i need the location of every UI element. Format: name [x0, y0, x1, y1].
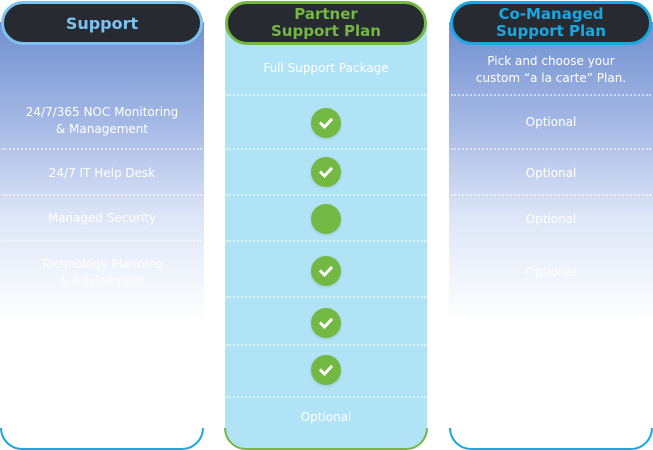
comanaged-row-optional: Optional	[525, 115, 577, 129]
comanaged-row-optional: Optional	[525, 265, 577, 279]
support-column: Support 24/7/365 NOC Monitoring & Manage…	[0, 0, 204, 450]
row-divider	[451, 94, 651, 96]
support-column-body	[0, 22, 204, 322]
comanaged-column-bottom-border	[449, 428, 653, 450]
feature-noc-monitoring: 24/7/365 NOC Monitoring & Management	[25, 105, 179, 136]
partner-title: Partner Support Plan	[271, 5, 381, 40]
row-divider	[226, 344, 426, 346]
support-title: Support	[65, 13, 139, 33]
comanaged-header: Co-Managed Support Plan	[450, 1, 652, 45]
row-divider	[226, 194, 426, 196]
feature-help-desk: 24/7 IT Help Desk	[48, 166, 156, 180]
check-icon	[311, 256, 341, 286]
feature-technology-planning: Technology Planning & Advisement	[40, 257, 164, 288]
green-dot-icon	[311, 204, 341, 234]
comanaged-title: Co-Managed Support Plan	[496, 5, 606, 40]
row-divider	[451, 148, 651, 150]
partner-column-bottom-border	[224, 428, 428, 450]
partner-column: Partner Support Plan Full Support Packag…	[224, 0, 428, 450]
feature-managed-security: Managed Security	[47, 211, 157, 225]
row-divider	[226, 396, 426, 398]
partner-header: Partner Support Plan	[225, 1, 427, 45]
row-divider	[2, 148, 202, 150]
row-divider	[2, 194, 202, 196]
check-icon	[311, 108, 341, 138]
comanaged-subtitle: Pick and choose your custom “a la carte”…	[475, 54, 627, 85]
comanaged-row-optional: Optional	[525, 212, 577, 226]
check-icon	[311, 157, 341, 187]
row-divider	[226, 148, 426, 150]
row-divider	[226, 296, 426, 298]
check-icon	[311, 355, 341, 385]
support-header: Support	[1, 1, 203, 45]
row-divider	[226, 94, 426, 96]
row-divider	[226, 240, 426, 242]
support-column-bottom-border	[0, 428, 204, 450]
partner-subtitle: Full Support Package	[263, 61, 389, 75]
comanaged-column-body	[449, 22, 653, 322]
row-divider	[451, 194, 651, 196]
check-icon	[311, 308, 341, 338]
comanaged-column: Co-Managed Support Plan Pick and choose …	[449, 0, 653, 450]
partner-footer-optional: Optional	[300, 410, 352, 424]
row-divider	[2, 240, 202, 242]
comanaged-row-optional: Optional	[525, 166, 577, 180]
